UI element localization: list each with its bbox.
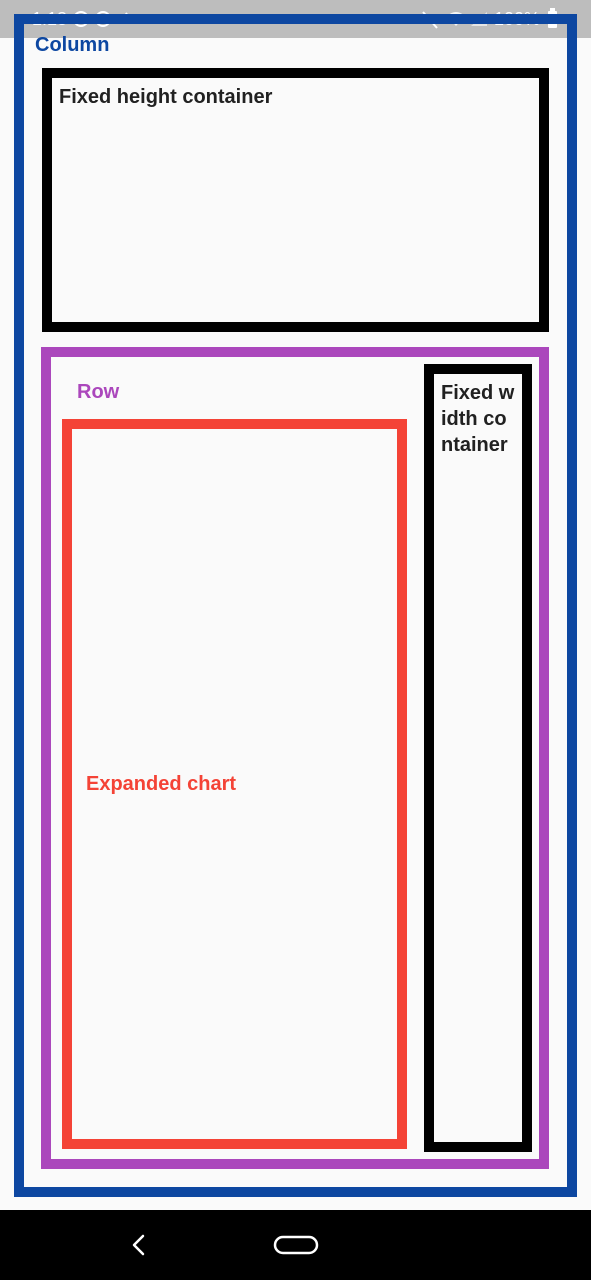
row-outline: Row (41, 347, 549, 1169)
fixed-height-container: Fixed height container (42, 68, 549, 332)
row-label: Row (77, 381, 120, 403)
fixed-width-container-label: Fixed width container (441, 382, 515, 456)
fixed-height-container-label: Fixed height container (59, 86, 273, 108)
expanded-chart-label: Expanded chart (86, 773, 237, 795)
fixed-width-container: Fixed width container (424, 364, 532, 1152)
column-outline (14, 14, 577, 1197)
column-label: Column (35, 34, 110, 56)
navigation-bar (0, 1210, 591, 1280)
back-icon[interactable] (128, 1234, 150, 1256)
home-icon[interactable] (273, 1234, 319, 1256)
expanded-chart: Expanded chart (62, 419, 407, 1149)
